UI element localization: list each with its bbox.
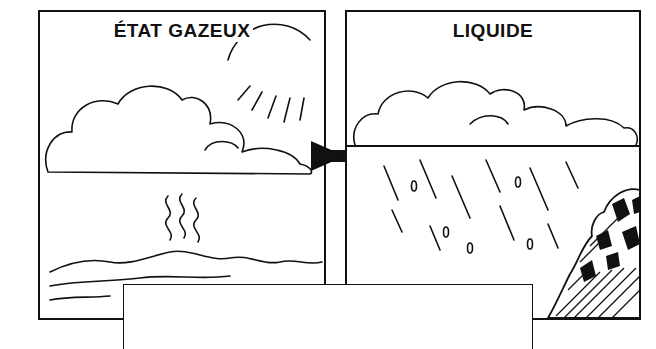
cloud: [46, 86, 312, 174]
rain-drops: [412, 177, 533, 253]
cloud-base: [346, 145, 640, 147]
rocky-cliff: [548, 189, 640, 318]
illustration-panel: LIQUIDE: [345, 10, 641, 320]
rain-streaks: [384, 160, 578, 250]
cloud: [354, 82, 637, 145]
transition-arrow: [326, 150, 345, 162]
cloud-detail: [205, 142, 238, 151]
cloud-detail: [470, 116, 508, 124]
panel-heading: ÉTAT GAZEUX: [111, 20, 254, 42]
panel-heading: LIQUIDE: [450, 20, 537, 42]
vapour-lines: [166, 194, 200, 242]
illustration-panel: ÉTAT GAZEUX: [38, 10, 326, 320]
answer-box: [123, 284, 533, 349]
sun-rays: [238, 86, 304, 122]
